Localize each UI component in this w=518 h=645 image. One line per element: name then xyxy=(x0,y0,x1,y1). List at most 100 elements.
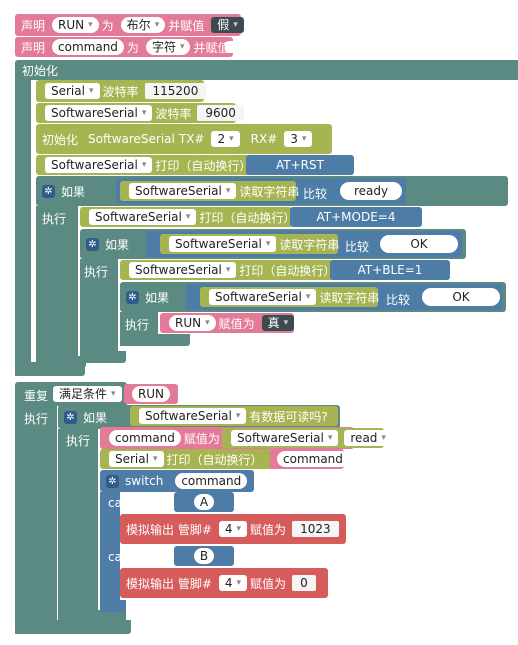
loop-if-arm xyxy=(58,429,98,623)
value-dropdown-false[interactable]: 假 xyxy=(211,17,244,33)
declare-command-block[interactable]: 声明 command 为 字符 并赋值 xyxy=(15,37,233,57)
assign-label: 赋值为 xyxy=(250,576,287,591)
softserial-init-block[interactable]: 初始化 SoftwareSerial TX# 2 RX# 3 xyxy=(36,124,332,154)
analog-value-input[interactable]: 1023 xyxy=(292,521,339,537)
case-value-a[interactable]: A xyxy=(174,492,234,512)
analog-write-block-1[interactable]: 模拟输出 管脚# 4 赋值为 1023 xyxy=(120,514,346,544)
if-keyword: 如果 xyxy=(105,237,130,252)
string-value-at-rst[interactable]: AT+RST xyxy=(246,155,354,175)
gear-icon[interactable]: ✲ xyxy=(126,290,139,304)
string-text[interactable]: AT+RST xyxy=(276,158,324,172)
soft-read-block[interactable]: SoftwareSerial read xyxy=(222,428,392,448)
case-value-b[interactable]: B xyxy=(174,546,234,566)
available-port-dropdown[interactable]: SoftwareSerial xyxy=(139,408,247,424)
print-port-dropdown[interactable]: SoftwareSerial xyxy=(89,209,197,225)
switch-value-command[interactable]: command xyxy=(175,473,248,489)
empty-value-socket[interactable] xyxy=(225,41,233,53)
string-text[interactable]: AT+BLE=1 xyxy=(357,263,423,277)
print-rst-block[interactable]: SoftwareSerial 打印（自动换行） xyxy=(36,155,251,175)
if-keyword: 如果 xyxy=(83,410,108,425)
read-port-dropdown[interactable]: SoftwareSerial xyxy=(231,430,339,446)
var-name-command[interactable]: command xyxy=(109,430,181,446)
setup-block-header[interactable] xyxy=(15,60,518,80)
analog-value-input[interactable]: 0 xyxy=(292,575,316,591)
var-name-run[interactable]: RUN xyxy=(52,17,99,33)
compare-value-ok[interactable]: OK xyxy=(380,235,458,253)
if-ready-footer xyxy=(36,356,86,368)
serial-port-dropdown[interactable]: Serial xyxy=(45,83,100,99)
gear-icon[interactable]: ✲ xyxy=(86,237,99,251)
read-method-dropdown[interactable]: read xyxy=(344,430,392,446)
rx-pin-dropdown[interactable]: 3 xyxy=(284,131,313,147)
pin-dropdown[interactable]: 4 xyxy=(218,575,248,591)
print-value-command[interactable]: command xyxy=(270,449,349,469)
repeat-mode-dropdown[interactable]: 满足条件 xyxy=(53,386,122,402)
read-string-block[interactable]: SoftwareSerial 读取字符串 xyxy=(200,287,379,307)
print-command-block[interactable]: Serial 打印（自动换行） xyxy=(100,449,274,469)
baud-value-input[interactable]: 9600 xyxy=(197,105,244,121)
string-value-at-mode[interactable]: AT+MODE=4 xyxy=(290,207,422,227)
exec-label: 执行 xyxy=(66,434,91,448)
gear-icon[interactable]: ✲ xyxy=(42,184,55,198)
baud-label: 波特率 xyxy=(102,84,139,99)
print-ble-block[interactable]: SoftwareSerial 打印（自动换行） xyxy=(120,260,335,280)
case-value-text[interactable]: B xyxy=(193,548,215,564)
condition-var-run[interactable]: RUN xyxy=(131,386,171,402)
if-ok-footer-1 xyxy=(80,351,126,363)
condition-run-block[interactable]: RUN xyxy=(124,384,178,404)
type-dropdown-bool[interactable]: 布尔 xyxy=(120,17,166,33)
tx-pin-dropdown[interactable]: 2 xyxy=(211,131,240,147)
softserial-baud-block[interactable]: SoftwareSerial 波特率 9600 xyxy=(36,103,244,123)
switch-footer xyxy=(100,600,126,612)
gear-icon[interactable]: ✲ xyxy=(64,410,77,424)
type-dropdown-string[interactable]: 字符 xyxy=(145,39,191,55)
case-value-text[interactable]: A xyxy=(193,494,215,510)
compare-label: 比较 xyxy=(303,187,328,201)
if-keyword: 如果 xyxy=(145,290,170,305)
case-keyword: case xyxy=(108,550,136,564)
softserial-port-dropdown[interactable]: SoftwareSerial xyxy=(45,105,153,121)
port-label: SoftwareSerial xyxy=(88,132,175,146)
var-dropdown-run[interactable]: RUN xyxy=(169,315,216,331)
print-port-dropdown[interactable]: Serial xyxy=(109,451,164,467)
read-port-dropdown[interactable]: SoftwareSerial xyxy=(169,236,277,252)
print-port-dropdown[interactable]: SoftwareSerial xyxy=(129,262,237,278)
setup-block-arm xyxy=(15,80,31,376)
baud-value-input[interactable]: 115200 xyxy=(144,83,207,99)
pin-dropdown[interactable]: 4 xyxy=(218,521,248,537)
gear-icon[interactable]: ✲ xyxy=(106,474,119,488)
repeat-keyword: 重复 xyxy=(24,389,49,403)
var-name-command[interactable]: command xyxy=(52,39,124,55)
tx-label: TX# xyxy=(178,132,205,146)
read-port-dropdown[interactable]: SoftwareSerial xyxy=(129,183,237,199)
print-port-dropdown[interactable]: SoftwareSerial xyxy=(45,157,153,173)
read-string-block[interactable]: SoftwareSerial 读取字符串 xyxy=(160,234,339,254)
read-port-dropdown[interactable]: SoftwareSerial xyxy=(209,289,317,305)
string-value-at-ble[interactable]: AT+BLE=1 xyxy=(330,260,450,280)
switch-keyword: switch xyxy=(125,474,164,488)
repeat-block-arm xyxy=(15,406,57,634)
assign-label: 并赋值 xyxy=(168,18,205,33)
if-ok-footer-2 xyxy=(120,334,190,346)
if-ok-arm-1 xyxy=(80,259,118,363)
if-keyword: 如果 xyxy=(61,184,86,199)
as-label: 为 xyxy=(101,18,114,33)
declare-run-block[interactable]: 声明 RUN 为 布尔 并赋值 假 xyxy=(15,14,244,36)
available-block[interactable]: SoftwareSerial 有数据可读吗? xyxy=(130,406,338,426)
string-text[interactable]: AT+MODE=4 xyxy=(316,210,396,224)
set-run-block[interactable]: RUN 赋值为 真 xyxy=(160,313,295,333)
assign-label: 赋值为 xyxy=(183,431,220,446)
analog-write-block-2[interactable]: 模拟输出 管脚# 4 赋值为 0 xyxy=(120,568,328,598)
compare-value-ready[interactable]: ready xyxy=(340,182,402,200)
read-string-block[interactable]: SoftwareSerial 读取字符串 xyxy=(120,181,299,201)
switch-block[interactable]: ✲ switch command xyxy=(100,470,254,492)
exec-label: 执行 xyxy=(24,412,49,426)
print-label: 打印（自动换行） xyxy=(199,210,296,225)
value-dropdown-true[interactable]: 真 xyxy=(261,315,295,331)
compare-value-ok[interactable]: OK xyxy=(422,288,500,306)
repeat-block-footer xyxy=(15,620,131,634)
var-name-command[interactable]: command xyxy=(277,451,349,467)
switch-arm xyxy=(100,492,120,612)
print-mode-block[interactable]: SoftwareSerial 打印（自动换行） xyxy=(80,207,296,227)
serial-baud-block[interactable]: Serial 波特率 115200 xyxy=(36,80,207,102)
